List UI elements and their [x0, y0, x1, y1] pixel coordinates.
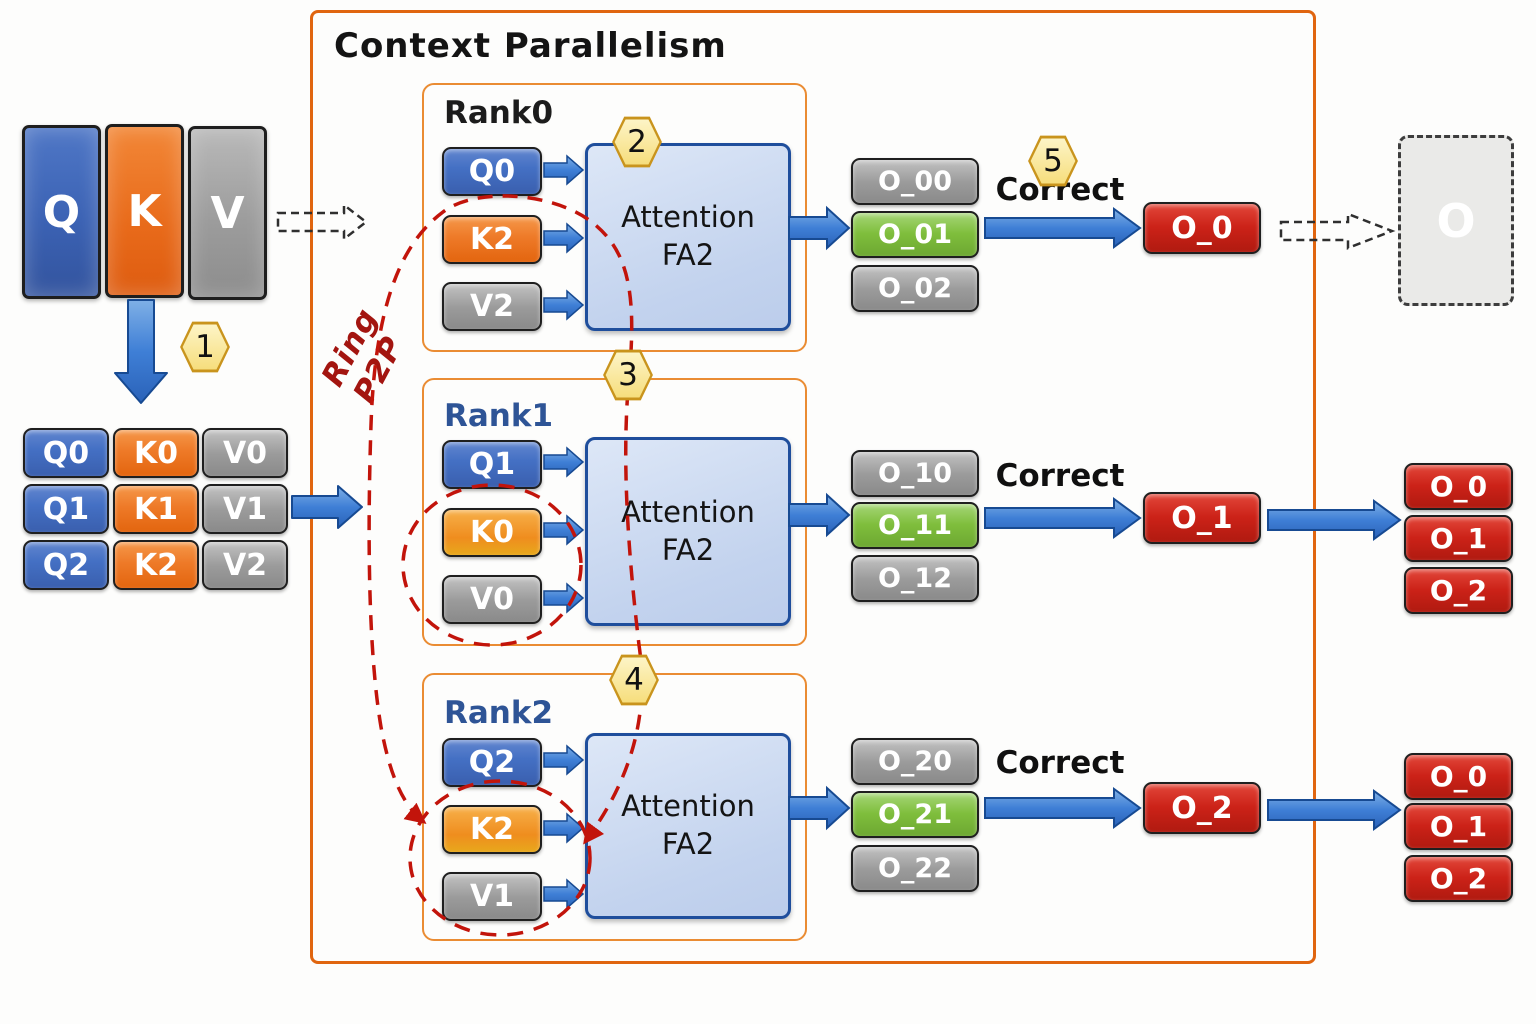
step-badge-2-number: 2 [627, 124, 647, 160]
step-badge-3-number: 3 [618, 357, 638, 393]
rank1-output-o10: O_10 [851, 450, 979, 497]
stack2-chip-o2: O_2 [1404, 855, 1513, 902]
merged-output-label: O [1436, 193, 1476, 248]
rank2-output-o21: O_21 [851, 791, 979, 838]
step-badge-5: 5 [1024, 134, 1082, 188]
rank2-result-o2: O_2 [1143, 782, 1261, 834]
step-badge-3: 3 [599, 348, 657, 402]
tensor-k-label: K [127, 185, 162, 237]
rank0-label: Rank0 [444, 95, 554, 131]
rank0-result-o0: O_0 [1143, 202, 1261, 254]
chip-k1: K1 [113, 484, 199, 534]
step-badge-4-number: 4 [624, 662, 644, 698]
chip-k0: K0 [113, 428, 199, 478]
rank2-output-o20: O_20 [851, 738, 979, 785]
stack2-chip-o1: O_1 [1404, 803, 1513, 850]
chip-q2: Q2 [23, 540, 109, 590]
rank2-output-o22: O_22 [851, 845, 979, 892]
tensor-v-label: V [210, 187, 245, 239]
chip-v2: V2 [202, 540, 288, 590]
step-badge-2: 2 [608, 115, 666, 169]
step-badge-5-fill [1030, 138, 1076, 184]
chip-v0: V0 [202, 428, 288, 478]
rank1-output-o12: O_12 [851, 555, 979, 602]
rank1-attention-line2: FA2 [661, 532, 715, 567]
stack1-chip-o2: O_2 [1404, 567, 1513, 614]
stack1-chip-o0: O_0 [1404, 463, 1513, 510]
rank1-result-o1: O_1 [1143, 492, 1261, 544]
rank0-output-o01: O_01 [851, 211, 979, 258]
merged-output-box: O [1398, 135, 1514, 306]
tensor-k: K [105, 124, 184, 298]
rank2-attention-line2: FA2 [661, 827, 715, 861]
chip-q0: Q0 [23, 428, 109, 478]
tensor-q: Q [22, 125, 101, 299]
step-badge-1-fill [182, 324, 228, 370]
step-badge-4: 4 [605, 653, 663, 707]
rank1-correct-label: Correct [995, 458, 1125, 494]
rank0-output-o02: O_02 [851, 265, 979, 312]
rank2-correct-label: Correct [995, 745, 1125, 781]
rank0-output-o00: O_00 [851, 158, 979, 205]
stack1-chip-o1: O_1 [1404, 515, 1513, 562]
tensor-q-label: Q [42, 186, 81, 238]
step-badge-1: 1 [176, 320, 234, 374]
chip-q1: Q1 [23, 484, 109, 534]
tensor-v: V [188, 126, 267, 300]
step-badge-5-number: 5 [1043, 143, 1063, 179]
chip-k2: K2 [113, 540, 199, 590]
chip-v1: V1 [202, 484, 288, 534]
step-badge-1-number: 1 [195, 329, 215, 365]
step-badge-2-fill [614, 119, 660, 165]
stack2-chip-o0: O_0 [1404, 753, 1513, 800]
rank1-output-o11: O_11 [851, 502, 979, 549]
diagram-title: Context Parallelism [334, 26, 727, 66]
rank0-attention-line2: FA2 [661, 238, 715, 272]
